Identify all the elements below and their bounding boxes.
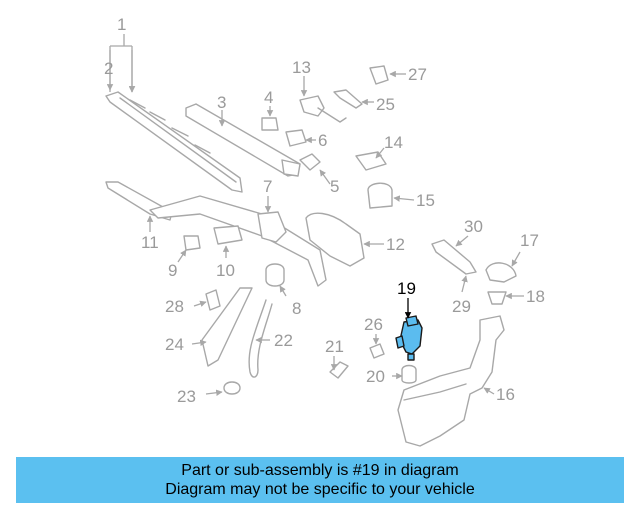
part-number-labels: 1 2 3 4 13 27 25 6 14 5 15 7 11 12 30 17… <box>104 15 545 406</box>
label-29: 29 <box>452 297 471 316</box>
part-8-shape <box>265 263 285 287</box>
part-21-shape <box>329 361 349 379</box>
leader-lines <box>106 34 524 396</box>
label-10: 10 <box>216 261 235 280</box>
wiper-motor-part <box>305 212 365 267</box>
label-21: 21 <box>325 337 344 356</box>
label-26: 26 <box>364 315 383 334</box>
washer-reservoir-part <box>397 315 505 447</box>
label-15: 15 <box>416 191 435 210</box>
part-26-shape <box>369 343 385 359</box>
label-19: 19 <box>397 279 416 298</box>
label-24: 24 <box>165 335 184 354</box>
part-28-shape <box>205 289 221 311</box>
banner-line-2: Diagram may not be specific to your vehi… <box>165 481 475 498</box>
part-20-shape <box>401 364 417 384</box>
label-23: 23 <box>177 387 196 406</box>
part-17-shape <box>485 262 517 283</box>
part-9-shape <box>183 235 201 251</box>
label-4: 4 <box>264 88 273 107</box>
part-25-shape <box>333 89 363 109</box>
label-3: 3 <box>217 93 226 112</box>
label-20: 20 <box>366 367 385 386</box>
part-4-shape <box>261 117 279 131</box>
banner-line-1: Part or sub-assembly is #19 in diagram <box>181 462 459 479</box>
wiper-arm-part <box>185 103 301 177</box>
label-25: 25 <box>376 95 395 114</box>
info-banner: Part or sub-assembly is #19 in diagram D… <box>16 457 624 503</box>
part-6-shape <box>285 129 307 147</box>
label-1: 1 <box>117 15 126 34</box>
label-12: 12 <box>386 235 405 254</box>
part-22-hose <box>248 299 273 378</box>
label-17: 17 <box>520 231 539 250</box>
washer-pump-part <box>395 315 423 361</box>
label-14: 14 <box>384 133 403 152</box>
part-18-shape <box>487 291 507 305</box>
part-24-shape <box>201 287 253 367</box>
part-27-shape <box>369 65 389 85</box>
label-5: 5 <box>330 177 339 196</box>
part-14-shape <box>355 151 387 171</box>
part-7-pivot <box>257 211 287 243</box>
label-16: 16 <box>496 385 515 404</box>
label-7: 7 <box>263 177 272 196</box>
part-5-shape <box>299 153 321 171</box>
label-8: 8 <box>292 299 301 318</box>
label-9: 9 <box>168 261 177 280</box>
part-10-shape <box>213 225 243 245</box>
label-11: 11 <box>141 233 159 252</box>
label-13: 13 <box>292 58 311 77</box>
part-13-shape <box>299 95 347 123</box>
label-2: 2 <box>104 59 113 78</box>
label-30: 30 <box>464 217 483 236</box>
part-23-shape <box>223 381 241 395</box>
label-22: 22 <box>274 331 293 350</box>
label-6: 6 <box>318 131 327 150</box>
part-15-shape <box>367 182 393 209</box>
wiper-blade-part <box>105 91 243 193</box>
part-30-shape <box>431 239 477 275</box>
label-27: 27 <box>408 65 427 84</box>
label-18: 18 <box>526 287 545 306</box>
label-28: 28 <box>165 297 184 316</box>
linkage-part <box>149 195 327 287</box>
